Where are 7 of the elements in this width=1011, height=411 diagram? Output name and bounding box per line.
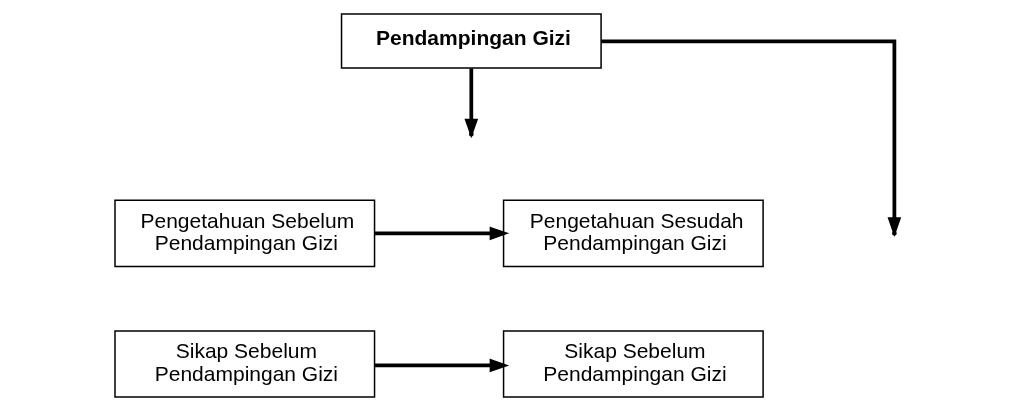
node-box: Pengetahuan Sesudah Pendampingan Gizi [502, 199, 764, 268]
arrow [374, 358, 510, 373]
node-box: Pendampingan Gizi [340, 13, 602, 69]
node-box: Sikap Sebelum Pendampingan Gizi [114, 330, 376, 398]
node-box: Pengetahuan Sebelum Pendampingan Gizi [114, 199, 376, 268]
node-box: Sikap Sebelum Pendampingan Gizi [502, 330, 764, 398]
arrow [374, 226, 510, 241]
